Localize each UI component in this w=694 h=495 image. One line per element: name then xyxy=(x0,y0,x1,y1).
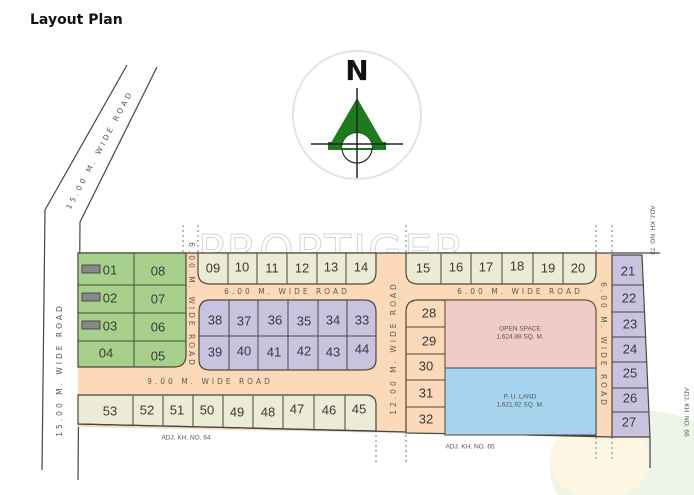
adjacent-kh65-label: ADJ. KH. NO. 65 xyxy=(445,444,495,451)
plot-35[interactable]: 35 xyxy=(297,313,311,328)
plot-23[interactable]: 23 xyxy=(623,316,637,331)
north-compass-icon: N xyxy=(292,50,422,180)
page-title: Layout Plan xyxy=(30,12,123,28)
plot-03[interactable]: 03 xyxy=(103,318,117,333)
plot-08[interactable]: 08 xyxy=(151,263,165,278)
plot-13[interactable]: 13 xyxy=(324,259,338,274)
plot-11[interactable]: 11 xyxy=(265,260,279,275)
plot-row-09-14: 09 10 11 12 13 14 xyxy=(197,252,377,285)
plot-32[interactable]: 32 xyxy=(419,411,433,426)
road-label-12m: 12.00 M. WIDE ROAD xyxy=(389,281,398,415)
plot-12[interactable]: 12 xyxy=(295,260,309,275)
plot-19[interactable]: 19 xyxy=(541,260,555,275)
road-label-6m-left: 6.00 M. WIDE ROAD xyxy=(187,242,196,368)
plot-52[interactable]: 52 xyxy=(140,402,154,417)
building-icon xyxy=(81,264,101,274)
plot-47[interactable]: 47 xyxy=(290,401,304,416)
plot-48[interactable]: 48 xyxy=(261,404,275,419)
road-label-15m-diagonal: 15.00 M. WIDE ROAD xyxy=(64,89,135,211)
plot-31[interactable]: 31 xyxy=(419,385,433,400)
purple-plot-block: 38 37 36 35 34 33 39 40 41 42 43 44 xyxy=(198,299,377,371)
plot-row-15-20: 15 16 17 18 19 20 xyxy=(405,252,597,285)
road-label-15m-vertical: 15.00 M. WIDE ROAD xyxy=(55,303,64,437)
green-plot-block: 01 02 03 04 05 06 07 08 xyxy=(77,252,187,368)
adjacent-kh66-label: ADJ. KH. NO. 66 xyxy=(682,387,689,437)
plot-06[interactable]: 06 xyxy=(151,319,165,334)
plot-row-45-53: 53 52 51 50 49 48 47 46 45 xyxy=(77,394,377,432)
plot-22[interactable]: 22 xyxy=(622,290,636,305)
plot-40[interactable]: 40 xyxy=(237,343,251,358)
road-label-9m: 9.00 M. WIDE ROAD xyxy=(147,377,273,386)
open-space-label: OPEN SPACE xyxy=(499,326,541,333)
center-block: 28 29 30 31 32 OPEN SPACE 1,624.88 SQ. M… xyxy=(405,299,597,437)
plot-18[interactable]: 18 xyxy=(510,258,524,273)
adjacent-kh73-label: ADJ. KH. NO. 73 xyxy=(648,205,655,255)
plot-01[interactable]: 01 xyxy=(103,262,117,277)
pu-land-label: P. U. LAND xyxy=(504,394,537,401)
pu-land-area-value: 1,621.92 SQ. M. xyxy=(496,402,544,409)
plot-30[interactable]: 30 xyxy=(419,358,433,373)
plot-34[interactable]: 34 xyxy=(326,312,340,327)
plot-10[interactable]: 10 xyxy=(235,259,249,274)
plot-41[interactable]: 41 xyxy=(267,344,281,359)
plot-44[interactable]: 44 xyxy=(355,341,369,356)
plot-37[interactable]: 37 xyxy=(237,313,251,328)
plot-26[interactable]: 26 xyxy=(623,390,637,405)
plot-28[interactable]: 28 xyxy=(422,305,436,320)
plot-24[interactable]: 24 xyxy=(623,341,637,356)
road-label-6m-top-left: 6.00 M. WIDE ROAD xyxy=(224,287,350,296)
plot-25[interactable]: 25 xyxy=(623,365,637,380)
plot-46[interactable]: 46 xyxy=(322,402,336,417)
plot-05[interactable]: 05 xyxy=(151,348,165,363)
plot-38[interactable]: 38 xyxy=(208,312,222,327)
road-label-6m-right: 6.00 M. WIDE ROAD xyxy=(599,282,608,408)
plot-04[interactable]: 04 xyxy=(99,345,113,360)
plot-43[interactable]: 43 xyxy=(326,344,340,359)
road-label-6m-top-right: 6.00 M. WIDE ROAD xyxy=(457,287,583,296)
plot-column-21-27: 21 22 23 24 25 26 27 xyxy=(611,254,651,468)
plot-16[interactable]: 16 xyxy=(449,259,463,274)
plot-39[interactable]: 39 xyxy=(208,344,222,359)
plot-27[interactable]: 27 xyxy=(622,414,636,429)
adjacent-kh64-label: ADJ. KH. NO. 64 xyxy=(161,435,211,442)
pu-land-area[interactable] xyxy=(444,367,597,436)
plot-45[interactable]: 45 xyxy=(352,401,366,416)
plot-07[interactable]: 07 xyxy=(151,291,165,306)
plot-17[interactable]: 17 xyxy=(479,259,493,274)
plot-49[interactable]: 49 xyxy=(230,404,244,419)
plot-02[interactable]: 02 xyxy=(103,290,117,305)
plot-53[interactable]: 53 xyxy=(103,403,117,418)
plot-09[interactable]: 09 xyxy=(206,260,220,275)
plot-36[interactable]: 36 xyxy=(268,312,282,327)
plot-33[interactable]: 33 xyxy=(355,312,369,327)
north-label: N xyxy=(345,54,368,87)
plot-15[interactable]: 15 xyxy=(416,260,430,275)
plot-14[interactable]: 14 xyxy=(354,259,368,274)
plot-51[interactable]: 51 xyxy=(170,402,184,417)
open-space-area-value: 1,624.88 SQ. M. xyxy=(496,334,544,341)
building-icon xyxy=(81,320,101,330)
plot-50[interactable]: 50 xyxy=(200,402,214,417)
plot-42[interactable]: 42 xyxy=(297,343,311,358)
plot-20[interactable]: 20 xyxy=(571,260,585,275)
plot-29[interactable]: 29 xyxy=(422,333,436,348)
plot-21[interactable]: 21 xyxy=(621,263,635,278)
building-icon xyxy=(81,292,101,302)
